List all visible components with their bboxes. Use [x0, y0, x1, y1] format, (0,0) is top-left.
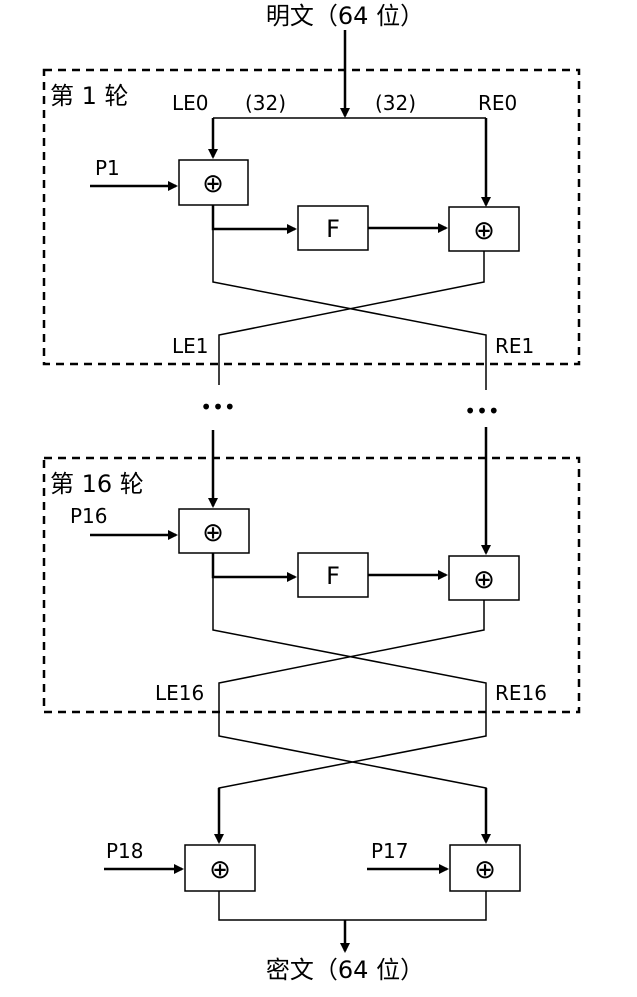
ellipsis-right: •••	[464, 399, 499, 423]
le1-label: LE1	[172, 334, 209, 358]
round1-to-f-arrow	[211, 205, 297, 234]
final-swap-b	[218, 706, 487, 792]
ellipsis-left: •••	[200, 395, 235, 419]
final-xor-left-icon: ⊕	[209, 855, 231, 885]
round1-f-label: F	[326, 215, 340, 243]
round1-key-label: P1	[95, 156, 120, 180]
round16-frame	[42, 456, 581, 714]
plaintext-label: 明文（64 位）	[266, 2, 424, 30]
final-xor-right-icon: ⊕	[474, 855, 496, 885]
re0-label: RE0	[478, 91, 517, 115]
half-left-label: (32)	[245, 91, 286, 115]
round16-to-f-arrow	[211, 553, 297, 582]
round1-frame	[42, 68, 581, 366]
round1-xor-left-icon: ⊕	[202, 169, 224, 199]
final-key-right-label: P17	[371, 839, 409, 863]
final-xor-left	[184, 844, 256, 892]
round1-cross-b	[218, 251, 485, 385]
round16-xor-left	[178, 508, 250, 554]
le0-label: LE0	[172, 91, 209, 115]
round1-xor-right	[448, 206, 520, 252]
re1-label: RE1	[495, 334, 534, 358]
final-key-left-label: P18	[106, 839, 144, 863]
ciphertext-label: 密文（64 位）	[266, 956, 424, 984]
round16-title: 第 16 轮	[50, 470, 144, 498]
re16-label: RE16	[495, 681, 547, 705]
round1-title: 第 1 轮	[50, 82, 129, 110]
round1-xor-right-icon: ⊕	[473, 216, 495, 246]
round16-f-label: F	[326, 562, 340, 590]
le16-label: LE16	[155, 681, 204, 705]
half-right-label: (32)	[375, 91, 416, 115]
round16-cross-b	[218, 600, 485, 706]
final-swap-a	[218, 706, 487, 792]
round16-xor-left-icon: ⊕	[202, 518, 224, 548]
round16-xor-right-icon: ⊕	[473, 565, 495, 595]
final-xor-right	[449, 844, 521, 892]
round16-key-label: P16	[70, 504, 108, 528]
round16-xor-right	[448, 555, 520, 601]
final-join-line	[218, 891, 487, 921]
